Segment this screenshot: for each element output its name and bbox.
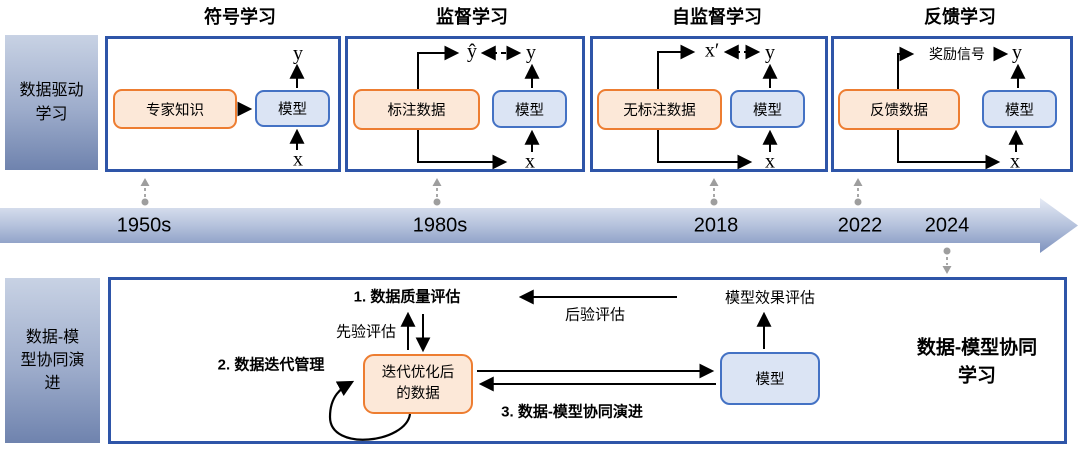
box-label: 模型: [278, 102, 307, 118]
box-labeled-data: 标注数据: [353, 89, 480, 130]
box-unlabeled-data: 无标注数据: [597, 89, 722, 130]
label-y-4: y: [1012, 41, 1022, 64]
label-posterior-eval: 后验评估: [564, 306, 626, 324]
label-y-1: y: [293, 42, 303, 65]
sidebar-line: 数据驱动: [19, 82, 84, 100]
title-line: 数据-模型协同: [916, 337, 1038, 359]
sidebar-line: 进: [44, 375, 61, 393]
box-label: 模型: [1005, 102, 1034, 119]
label-x-3: x: [765, 150, 775, 173]
panel-title-feedback-learning: 反馈学习: [924, 7, 996, 27]
panel-title-supervised-learning: 监督学习: [436, 7, 508, 27]
box-label: 无标注数据: [623, 103, 696, 119]
sidebar-line: 学习: [35, 105, 68, 123]
year-2024: 2024: [924, 214, 970, 237]
label-prior-eval: 先验评估: [335, 323, 397, 341]
sidebar-data-model-coevolution: 数据-模 型协同演 进: [5, 278, 100, 443]
year-1950s: 1950s: [116, 214, 172, 237]
box-optimized-data: 迭代优化后 的数据: [363, 354, 473, 414]
box-model-3: 模型: [730, 90, 805, 128]
box-label: 反馈数据: [870, 103, 928, 119]
box-model-bottom: 模型: [720, 352, 820, 405]
label-yhat: ŷ: [467, 40, 477, 63]
title-line: 学习: [957, 365, 997, 386]
panel-title-selfsupervised-learning: 自监督学习: [672, 7, 762, 27]
label-xprime: x′: [704, 39, 720, 62]
year-2022: 2022: [837, 214, 883, 237]
box-expert-knowledge: 专家知识: [113, 89, 237, 129]
box-label: 模型: [755, 372, 785, 388]
box-label: 标注数据: [387, 103, 446, 119]
label-model-eval: 模型效果评估: [724, 289, 816, 307]
label-x-2: x: [525, 150, 535, 173]
label-y-3: y: [765, 41, 775, 64]
label-reward-signal: 奖励信号: [929, 46, 985, 62]
box-label: 专家知识: [146, 102, 204, 119]
box-model-1: 模型: [255, 90, 330, 127]
sidebar-line: 型协同演: [20, 351, 85, 369]
year-2018: 2018: [693, 214, 739, 237]
sidebar-data-driven-learning: 数据驱动 学习: [5, 35, 98, 170]
label-x-4: x: [1010, 150, 1020, 173]
year-1980s: 1980s: [412, 214, 468, 237]
box-label: 模型: [515, 102, 544, 119]
box-feedback-data: 反馈数据: [838, 89, 960, 130]
label-x-1: x: [293, 148, 303, 171]
step-data-model-coevolve: 3. 数据-模型协同演进: [501, 403, 643, 421]
box-model-4: 模型: [982, 90, 1057, 128]
box-label: 模型: [753, 102, 782, 119]
title-data-model-collab-learning: 数据-模型协同 学习: [917, 334, 1037, 389]
box-model-2: 模型: [492, 90, 567, 128]
step-data-quality-eval: 1. 数据质量评估: [353, 288, 461, 306]
box-label: 迭代优化后: [381, 364, 455, 381]
sidebar-line: 数据-模: [25, 328, 80, 346]
panel-coevolution: [108, 277, 1067, 444]
box-label: 的数据: [396, 386, 440, 402]
label-y-2: y: [526, 41, 536, 64]
panel-title-symbol-learning: 符号学习: [204, 7, 276, 27]
step-data-iteration-mgmt: 2. 数据迭代管理: [217, 356, 325, 374]
